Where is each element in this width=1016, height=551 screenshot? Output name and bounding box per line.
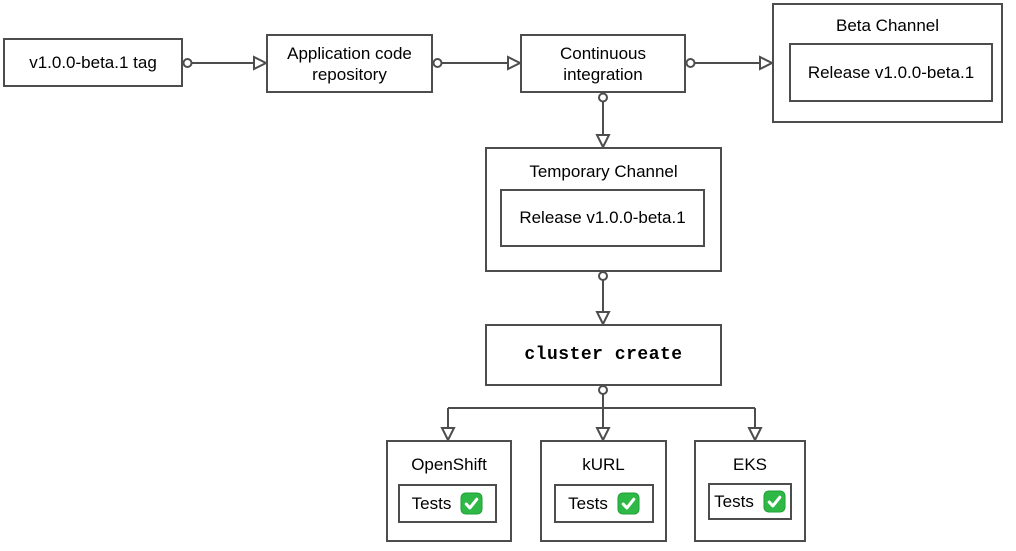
repository-label: Application code repository — [287, 43, 412, 84]
node-temporary-channel: Temporary Channel Release v1.0.0-beta.1 — [485, 147, 722, 272]
beta-channel-title: Beta Channel — [835, 16, 940, 35]
ci-label: Continuous integration — [559, 43, 646, 84]
version-tag-label: v1.0.0-beta.1 tag — [29, 53, 157, 72]
eks-tests-label: Tests — [714, 491, 754, 511]
beta-release-label: Release v1.0.0-beta.1 — [807, 62, 975, 82]
edge-cluster-create-to-platforms — [440, 385, 763, 443]
edge-ci-to-temporary-channel — [595, 92, 611, 150]
kurl-tests-row: Tests — [556, 492, 652, 515]
eks-tests-row: Tests — [710, 490, 790, 513]
node-application-code-repository: Application code repository — [266, 34, 433, 93]
openshift-tests-row: Tests — [400, 492, 495, 515]
beta-channel-release-box: Release v1.0.0-beta.1 — [789, 43, 993, 102]
kurl-tests-label: Tests — [568, 493, 608, 513]
edge-repo-to-ci — [432, 55, 523, 71]
openshift-tests-box: Tests — [398, 484, 497, 523]
node-platform-kurl: kURL Tests — [540, 440, 667, 542]
temporary-release-label: Release v1.0.0-beta.1 — [519, 208, 686, 227]
temporary-channel-title: Temporary Channel — [529, 162, 678, 181]
node-platform-openshift: OpenShift Tests — [386, 440, 512, 542]
node-beta-channel: Beta Channel Release v1.0.0-beta.1 — [772, 3, 1003, 123]
check-mark-button-icon — [617, 492, 640, 515]
openshift-title: OpenShift — [411, 455, 487, 474]
eks-tests-box: Tests — [708, 483, 792, 520]
eks-title: EKS — [732, 455, 768, 474]
check-mark-button-icon — [763, 490, 786, 513]
edge-temporary-channel-to-cluster-create — [595, 271, 611, 327]
openshift-tests-label: Tests — [411, 493, 452, 513]
kurl-tests-box: Tests — [554, 484, 654, 523]
node-platform-eks: EKS Tests — [694, 440, 806, 542]
node-cluster-create: cluster create — [485, 324, 722, 386]
temporary-channel-release-box: Release v1.0.0-beta.1 — [500, 189, 705, 247]
kurl-title: kURL — [582, 455, 625, 474]
edge-ci-to-beta-channel — [685, 55, 775, 71]
edge-tag-to-repo — [182, 55, 269, 71]
node-version-tag: v1.0.0-beta.1 tag — [3, 38, 183, 87]
cluster-create-label: cluster create — [524, 344, 683, 365]
check-mark-button-icon — [460, 492, 483, 515]
node-continuous-integration: Continuous integration — [520, 34, 686, 93]
